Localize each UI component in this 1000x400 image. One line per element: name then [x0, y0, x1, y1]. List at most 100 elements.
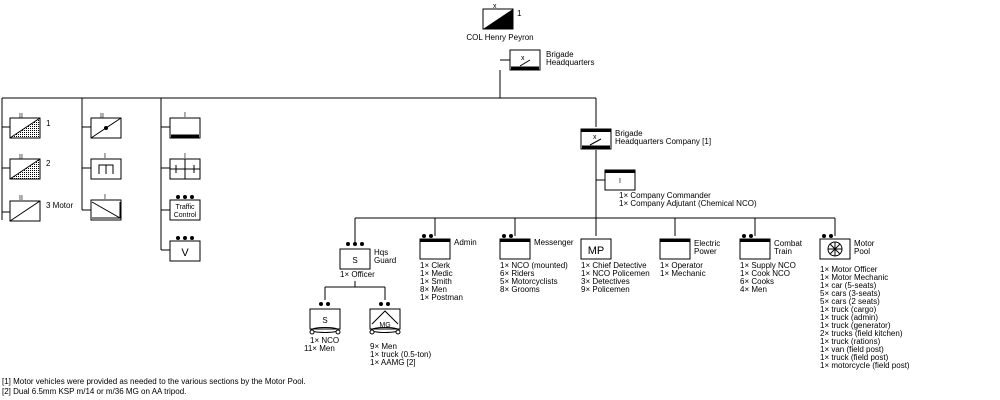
hq-company-label-2: Headquarters Company [1] — [615, 137, 711, 146]
motorpool-line-9: 2× trucks (field kitchen) — [820, 329, 903, 338]
svg-text:II: II — [100, 113, 104, 120]
regiment-1-label: 1 — [46, 119, 51, 128]
brigade-hq-node: x Brigade Headquarters — [509, 49, 594, 71]
svg-text:I: I — [104, 153, 106, 160]
motorpool-line-11: 1× van (field post) — [820, 345, 884, 354]
veterinary-glyph: V — [181, 247, 189, 259]
admin-label: Admin — [454, 238, 477, 247]
section-motor-pool: Motor Pool 1× Motor Officer 1× Motor Mec… — [819, 234, 910, 370]
admin-line-3: 1× Smith — [420, 277, 452, 286]
power-line-2: 1× Mechanic — [660, 269, 706, 278]
section-messenger: Messenger 1× NCO (mounted) 6× Riders 5× … — [499, 234, 574, 294]
commander-number: 1 — [517, 9, 522, 18]
motorpool-line-10: 1× truck (rations) — [820, 337, 881, 346]
squad-s-line-2: 11× Men — [304, 344, 335, 353]
motorpool-line-12: 1× truck (field post) — [820, 353, 889, 362]
squad-mg-line-2: 1× truck (0.5-ton) — [370, 350, 431, 359]
support-column-2: II I I — [90, 113, 122, 221]
mp-line-1: 1× Chief Detective — [581, 261, 647, 270]
company-hq-node: I 1× Company Commander 1× Company Adjuta… — [604, 169, 757, 208]
artillery-node: II — [90, 113, 122, 139]
company-hq-line-2: 1× Company Adjutant (Chemical NCO) — [619, 199, 757, 208]
section-mp: MP 1× Chief Detective 1× NCO Policemen 3… — [580, 238, 650, 294]
section-admin: Admin 1× Clerk 1× Medic 1× Smith 8× Men … — [419, 234, 477, 302]
guard-label-1: Hqs — [374, 248, 388, 257]
hq-company-node: x Brigade Headquarters Company [1] — [580, 128, 711, 150]
traffic-control-node: Traffic Control — [169, 195, 201, 221]
admin-line-4: 8× Men — [420, 285, 447, 294]
svg-text:x: x — [521, 55, 525, 62]
train-label-1: Combat — [774, 239, 803, 248]
mp-line-4: 9× Policemen — [581, 285, 630, 294]
commander-node: x 1 COL Henry Peyron — [466, 3, 533, 42]
motorpool-label-1: Motor — [854, 239, 875, 248]
svg-text:x: x — [493, 3, 497, 10]
train-line-1: 1× Supply NCO — [740, 261, 796, 270]
regiment-1-node: II 1 — [9, 113, 51, 139]
squad-s-symbol: S — [322, 316, 327, 325]
guard-squad-mg: MG 9× Men 1× truck (0.5-ton) 1× AAMG [2] — [369, 302, 431, 367]
regiment-2-label: 2 — [46, 159, 51, 168]
motorpool-line-4: 5× cars (3-seats) — [820, 289, 881, 298]
power-line-1: 1× Operator — [660, 261, 703, 270]
support-column-3: I I Traffic Control V — [169, 112, 201, 262]
guard-squad-s: S 1× NCO 11× Men — [304, 302, 341, 353]
messenger-line-4: 8× Grooms — [500, 285, 540, 294]
svg-text:I: I — [104, 194, 106, 201]
footnote-1: [1] Motor vehicles were provided as need… — [2, 377, 306, 386]
mp-symbol: MP — [588, 245, 605, 257]
admin-line-5: 1× Postman — [420, 293, 463, 302]
traffic-control-label-1: Traffic — [175, 204, 195, 211]
train-line-2: 1× Cook NCO — [740, 269, 790, 278]
mp-line-2: 1× NCO Policemen — [581, 269, 650, 278]
section-guard: S Hqs Guard 1× Officer — [339, 242, 396, 279]
regiment-2-node: II 2 — [9, 154, 51, 180]
regiment-3-label: 3 Motor — [46, 201, 73, 210]
admin-line-2: 1× Medic — [420, 269, 453, 278]
messenger-line-3: 5× Motorcyclists — [500, 277, 558, 286]
motorpool-line-2: 1× Motor Mechanic — [820, 273, 888, 282]
company-hq-symbol: I — [619, 178, 621, 185]
section-combat-train: Combat Train 1× Supply NCO 1× Cook NCO 6… — [739, 234, 803, 294]
guard-label-2: Guard — [374, 256, 396, 265]
svg-text:II: II — [19, 154, 23, 161]
motorpool-line-6: 1× truck (cargo) — [820, 305, 877, 314]
motorpool-label-2: Pool — [854, 247, 870, 256]
hq-unit-node: I — [169, 112, 201, 139]
svg-text:I: I — [184, 153, 186, 160]
veterinary-node: V — [169, 236, 201, 262]
messenger-line-2: 6× Riders — [500, 269, 534, 278]
footnotes: [1] Motor vehicles were provided as need… — [2, 377, 306, 396]
motorpool-line-8: 1× truck (generator) — [820, 321, 891, 330]
mp-line-3: 3× Detectives — [581, 277, 630, 286]
train-line-4: 4× Men — [740, 285, 767, 294]
regiment-3-node: II 3 Motor — [9, 195, 73, 222]
brigade-hq-label-1: Brigade — [546, 50, 574, 59]
regiments-column: II 1 II 2 II 3 Motor — [9, 113, 73, 222]
medical-node: I — [169, 153, 201, 180]
motorpool-line-1: 1× Motor Officer — [820, 265, 878, 274]
admin-line-1: 1× Clerk — [420, 261, 451, 270]
messenger-label: Messenger — [534, 238, 574, 247]
squad-mg-symbol: MG — [379, 322, 390, 329]
svg-text:II: II — [19, 195, 23, 202]
motorpool-line-7: 1× truck (admin) — [820, 313, 878, 322]
motorpool-line-3: 1× car (5-seats) — [820, 281, 877, 290]
squad-mg-line-3: 1× AAMG [2] — [370, 358, 416, 367]
messenger-line-1: 1× NCO (mounted) — [500, 261, 568, 270]
power-label-1: Electric — [694, 239, 720, 248]
signal-node: I — [90, 194, 122, 221]
commander-label: COL Henry Peyron — [466, 33, 533, 42]
connector-lines — [1, 59, 836, 300]
train-label-2: Train — [774, 247, 792, 256]
squad-s-line-1: 1× NCO — [310, 336, 339, 345]
squad-mg-line-1: 9× Men — [370, 342, 397, 351]
section-electric-power: Electric Power 1× Operator 1× Mechanic — [659, 238, 720, 278]
train-line-3: 6× Cooks — [740, 277, 774, 286]
footnote-2: [2] Dual 6.5mm KSP m/14 or m/36 MG on AA… — [2, 387, 186, 396]
company-hq-line-1: 1× Company Commander — [619, 191, 711, 200]
wheel-icon — [827, 241, 843, 257]
engineer-node: I — [90, 153, 122, 180]
brigade-hq-label-2: Headquarters — [546, 58, 594, 67]
